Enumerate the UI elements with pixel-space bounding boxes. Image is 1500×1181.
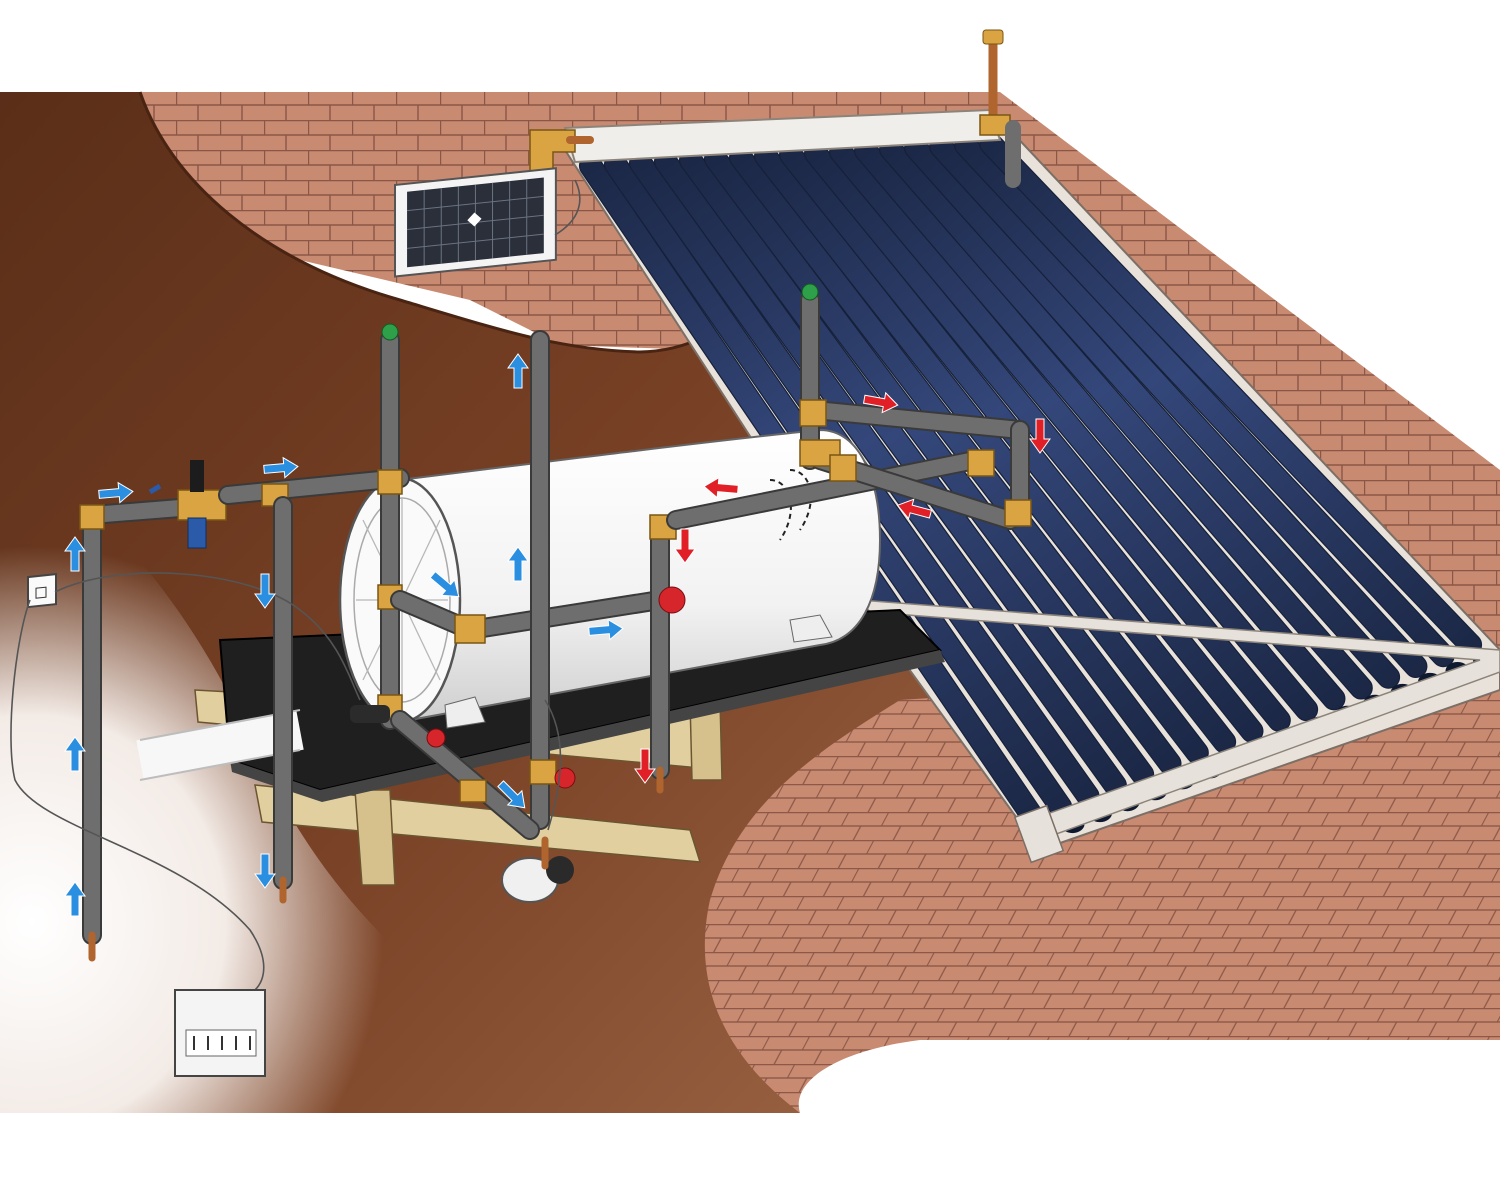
cold-flow-arrow-icon: [429, 570, 460, 598]
controller-box: [174, 989, 266, 1077]
flow-arrows: [64, 353, 1051, 917]
cold-flow-arrow-icon: [588, 618, 624, 641]
cold-flow-arrow-icon: [254, 573, 276, 609]
mixing-valve: [177, 489, 227, 521]
hot-flow-arrow-icon: [674, 528, 696, 564]
hot-flow-arrow-icon: [703, 476, 739, 499]
wall-socket: [27, 573, 57, 609]
socket-icon: [27, 573, 57, 609]
red-valves: [426, 586, 686, 789]
electrical: [10, 572, 562, 1077]
cold-flow-arrow-icon: [507, 546, 529, 582]
air-vent-valve: [979, 29, 1021, 188]
air-vent-icon: [982, 29, 1004, 45]
valve-icon: [187, 517, 207, 549]
cold-flow-arrow-icon: [497, 780, 526, 809]
hot-flow-arrow-icon: [896, 498, 933, 520]
hot-flow-arrow-icon: [1029, 418, 1051, 454]
cold-flow-arrow-icon: [254, 853, 276, 889]
circulation-pump: [501, 836, 574, 903]
pipework: [79, 283, 1032, 962]
cold-flow-arrow-icon: [507, 353, 529, 389]
hot-flow-arrow-icon: [862, 391, 899, 414]
cold-flow-arrow-icon: [64, 536, 86, 572]
cold-flow-arrow-icon: [263, 456, 299, 479]
solar-pv-panel: [393, 167, 557, 278]
lower-roof: [704, 660, 1500, 1113]
cold-flow-arrow-icon: [64, 881, 86, 917]
hot-flow-arrow-icon: [634, 748, 656, 784]
cold-flow-arrow-icon: [64, 736, 86, 772]
cold-flow-arrow-icon: [98, 481, 134, 504]
